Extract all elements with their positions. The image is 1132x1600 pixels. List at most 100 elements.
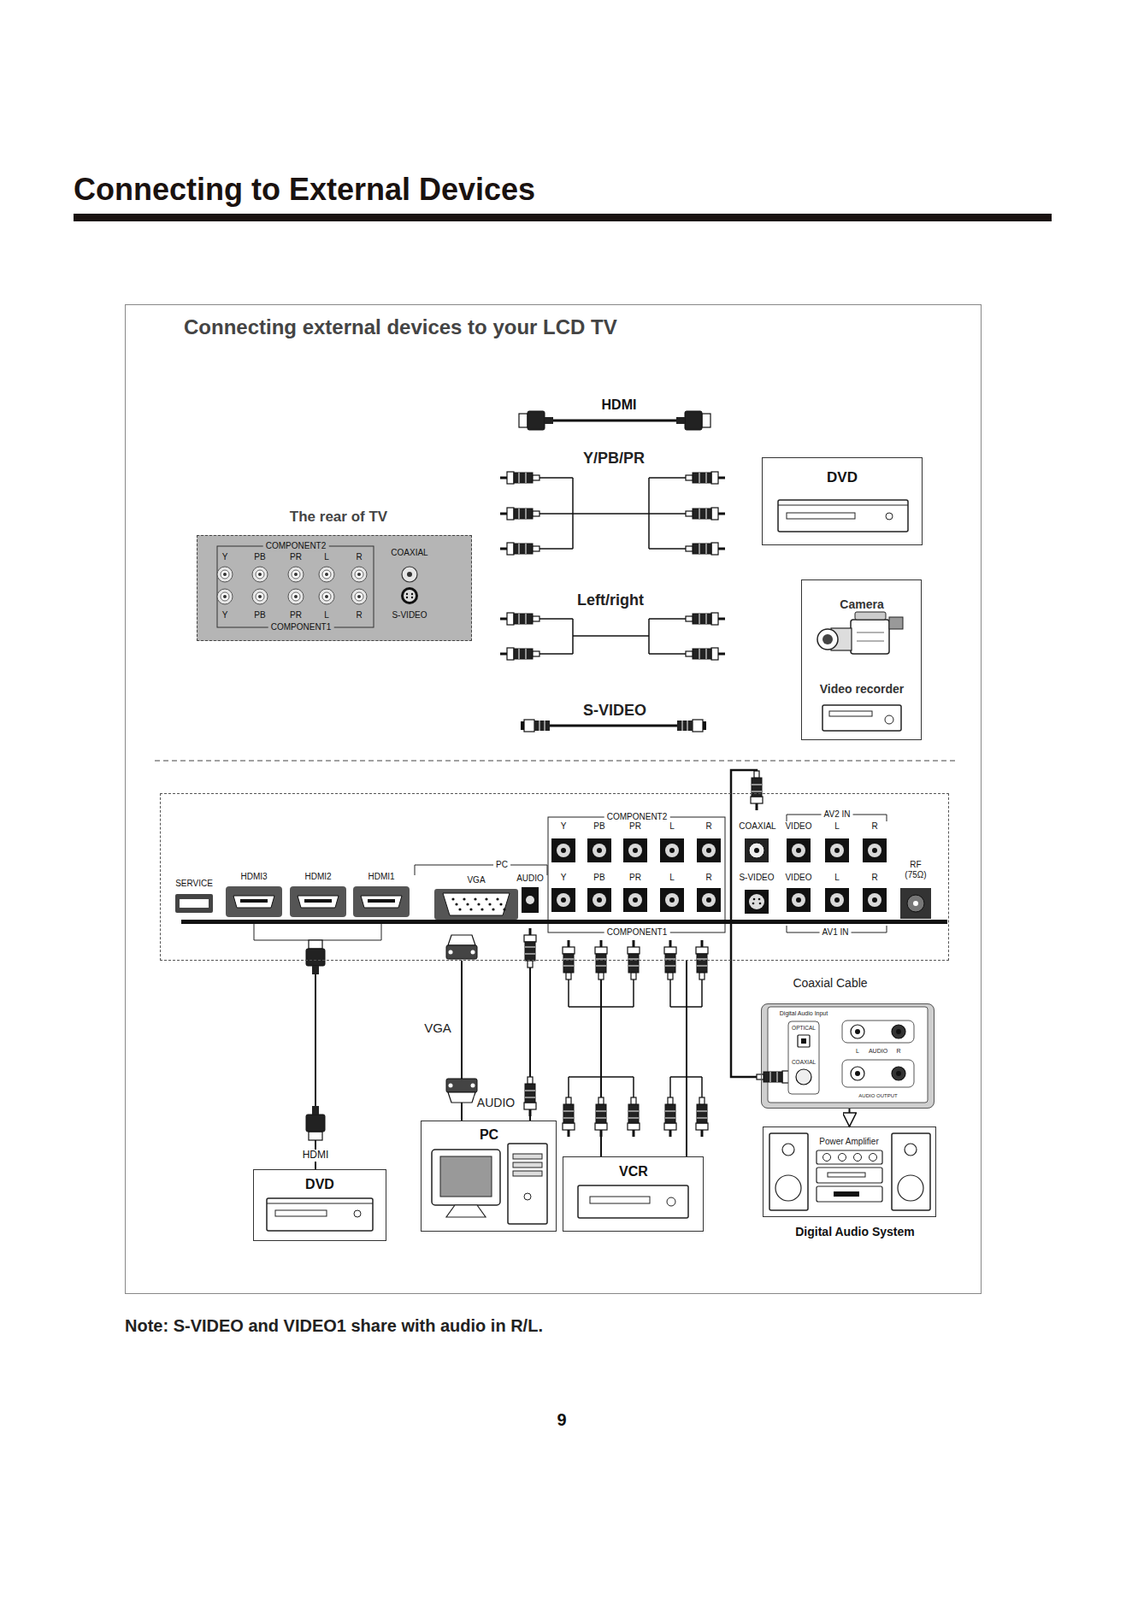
plug-stripe xyxy=(696,959,708,961)
cable-label: Y/PB/PR xyxy=(583,449,645,468)
vcr xyxy=(577,1185,689,1219)
edge-label: VGA xyxy=(421,1020,454,1036)
vga-pin xyxy=(488,902,491,906)
port-label: AV1 IN xyxy=(819,927,852,938)
port-label: L xyxy=(834,872,840,884)
cable-line xyxy=(568,1006,634,1009)
plug-collar xyxy=(507,471,514,484)
plug-stripe xyxy=(518,543,520,555)
component-bracket xyxy=(548,817,726,933)
camera-body xyxy=(850,619,890,655)
tuner-slot xyxy=(827,1173,866,1178)
plug-tip xyxy=(600,1130,603,1138)
jack-label: L xyxy=(324,610,330,621)
plug-stripe xyxy=(682,720,684,732)
rca-jack xyxy=(354,570,364,579)
rca-plug xyxy=(595,1097,608,1138)
button xyxy=(885,512,893,520)
port-label: L xyxy=(834,821,840,832)
plug-body xyxy=(563,1104,574,1124)
rca-jack xyxy=(825,838,849,863)
vga-pin xyxy=(477,902,480,906)
device-label: Digital Audio System xyxy=(795,1225,915,1239)
hdmi-plug xyxy=(306,1106,325,1141)
svideo-pin xyxy=(753,898,756,902)
button xyxy=(666,1197,676,1207)
plug-body xyxy=(534,720,550,732)
svideo-pin xyxy=(406,596,408,599)
rca-jack xyxy=(628,843,643,858)
output-frame xyxy=(842,1060,914,1088)
hdmi-port xyxy=(233,896,275,908)
hdmi-plug xyxy=(676,411,711,431)
vga-screw xyxy=(448,950,454,956)
cable-line xyxy=(539,512,573,515)
device-box: DVD xyxy=(253,1169,387,1242)
rca-jack xyxy=(351,566,367,583)
plug-body xyxy=(696,1104,708,1124)
rca-jack xyxy=(623,838,648,863)
output-frame xyxy=(842,1020,914,1044)
dvd-player xyxy=(778,505,908,507)
plug-strain xyxy=(527,961,533,968)
device-label: DVD xyxy=(305,1177,335,1193)
plug-collar xyxy=(711,507,719,520)
plug-stripe xyxy=(706,648,708,660)
edge-label: HDMI xyxy=(300,1149,332,1162)
jack-label: Digital Audio Input xyxy=(779,1010,828,1018)
plug-body xyxy=(595,1104,607,1124)
svideo-pin xyxy=(411,596,413,599)
rca-jack xyxy=(551,838,576,863)
separator-line xyxy=(154,760,957,761)
hdmi-plug xyxy=(306,940,325,975)
rca-jack xyxy=(706,897,712,903)
vga-pin xyxy=(502,907,506,911)
plug-tip xyxy=(718,618,726,621)
camera-lens xyxy=(822,634,833,645)
plug-collar xyxy=(595,947,608,955)
port-label: R xyxy=(871,821,878,832)
jack-label: AUDIO xyxy=(868,1048,888,1056)
rca-jack xyxy=(217,589,233,605)
rca-jack xyxy=(318,566,335,583)
plug-body xyxy=(763,1072,783,1083)
cable-line xyxy=(670,1076,702,1079)
cable-line xyxy=(648,653,686,655)
port-label: PB xyxy=(593,872,605,884)
plug-stripe xyxy=(524,954,536,956)
rca-jack xyxy=(556,843,571,858)
cable-line xyxy=(539,477,573,479)
hdmi-port xyxy=(353,886,410,918)
rca-jack xyxy=(587,838,612,863)
audio-jack xyxy=(896,1071,902,1077)
plug-strain xyxy=(532,616,540,622)
audio-system-box: Power AmplifierDigital Audio System xyxy=(762,1126,937,1218)
plug-stripe xyxy=(524,947,536,949)
plug-collar xyxy=(524,719,535,732)
input-frame xyxy=(788,1021,820,1095)
plug-tip xyxy=(500,548,508,551)
jack-label: Y xyxy=(222,552,229,563)
audio-jack xyxy=(896,1029,902,1035)
plug-body xyxy=(306,949,325,967)
plug-collar xyxy=(507,648,514,661)
svideo-pin xyxy=(406,593,408,596)
plug-stripe xyxy=(699,472,701,484)
cable-line xyxy=(539,618,573,620)
speaker xyxy=(891,1133,931,1211)
coaxial-jack xyxy=(754,848,760,854)
pc-tower xyxy=(507,1143,548,1225)
jack-label: COAXIAL xyxy=(791,1059,816,1066)
device-box: VCR xyxy=(562,1156,704,1233)
jack-label: PR xyxy=(289,610,302,621)
plug-body xyxy=(692,472,712,484)
plug-tip xyxy=(718,548,726,551)
rca-jack xyxy=(291,592,301,602)
plug-collar xyxy=(664,947,677,955)
plug-stripe xyxy=(706,472,708,484)
rca-jack xyxy=(701,843,716,858)
plug-tip xyxy=(500,618,508,621)
speaker-cone xyxy=(897,1175,924,1202)
